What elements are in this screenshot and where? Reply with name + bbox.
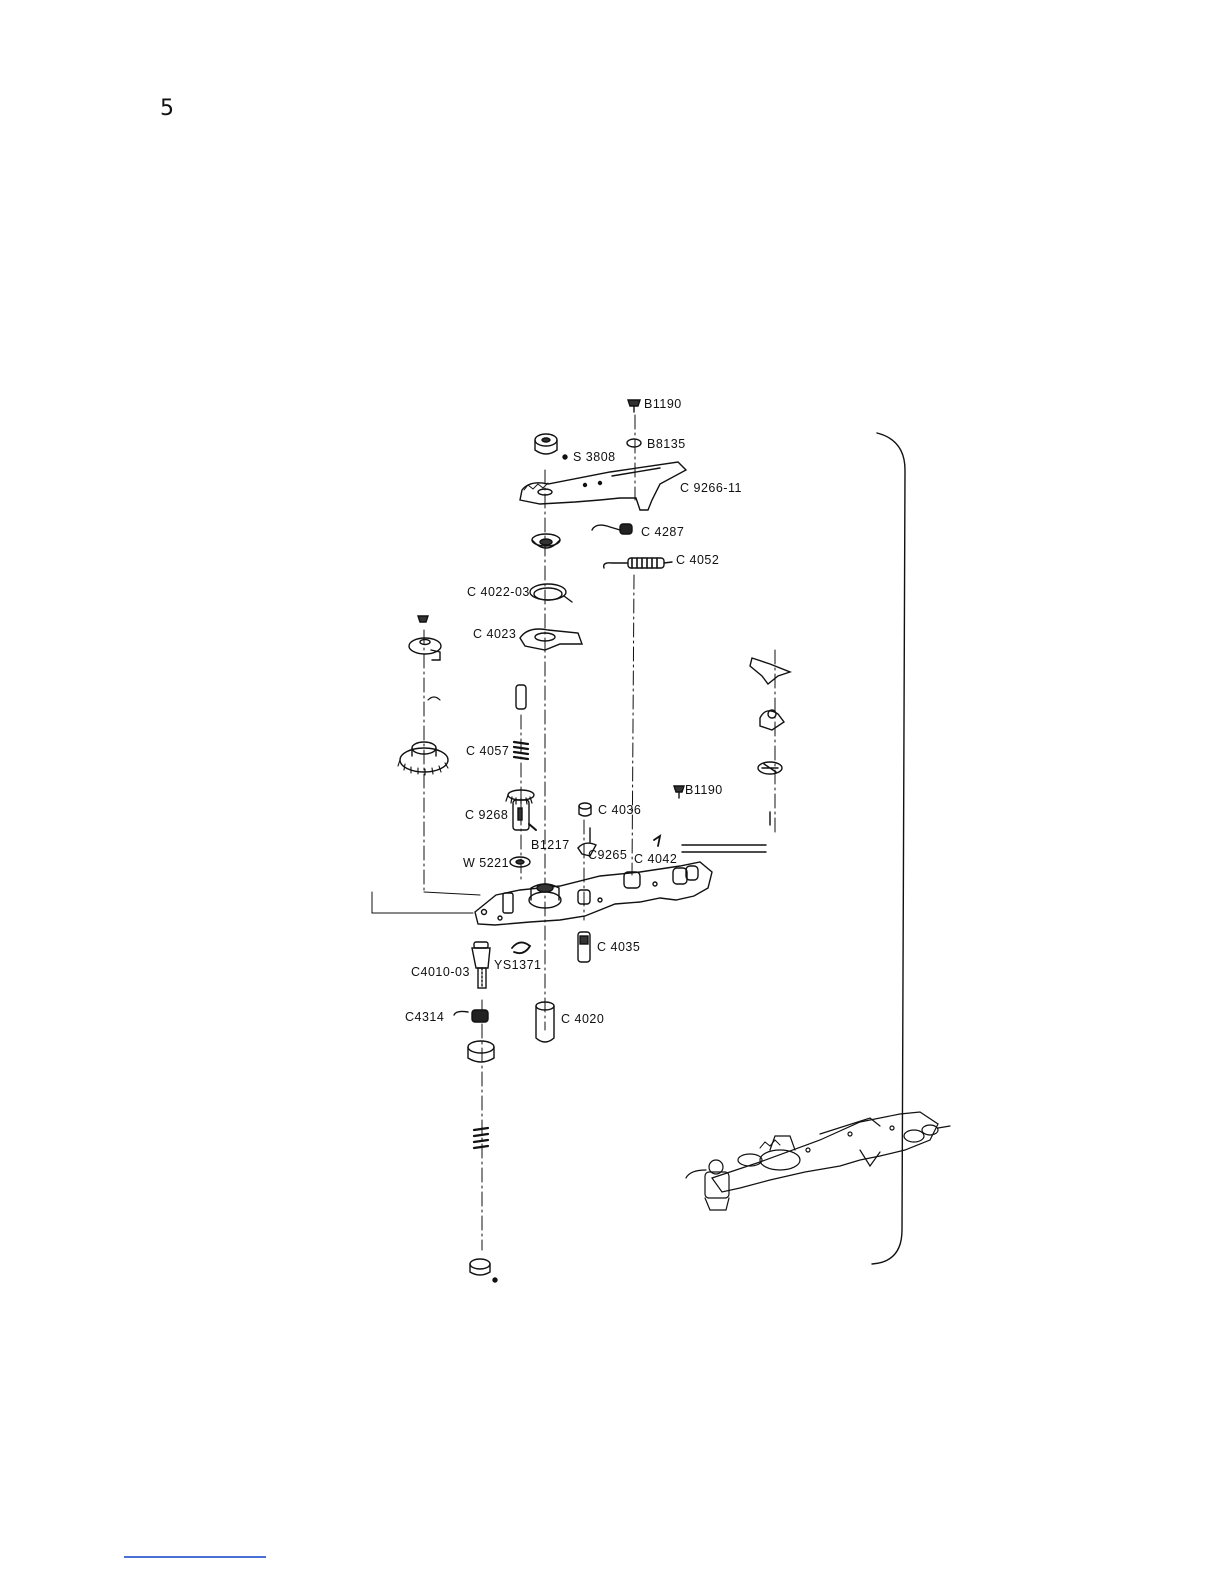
label-c4035: C 4035 [597,940,640,954]
label-c4022-03: C 4022-03 [467,585,530,599]
label-c9268: C 9268 [465,808,508,822]
label-c9265: C9265 [588,848,627,862]
washer-w5221 [510,857,530,867]
e-ring-ys1371 [512,942,530,953]
label-c4042: C 4042 [634,852,677,866]
shaft-c4010-03 [472,942,490,988]
label-c4287: C 4287 [641,525,684,539]
label-c4057: C 4057 [466,744,509,758]
label-c4314: C4314 [405,1010,444,1024]
collar-s3808 [535,434,567,459]
clip-left [428,697,440,700]
label-b1217: B1217 [531,838,570,852]
assembled-mechanism-view [686,1112,950,1210]
label-s3808: S 3808 [573,450,616,464]
spring-c4287 [592,524,632,534]
large-gear-left [398,742,448,775]
lever-c4023 [520,629,582,650]
lever-right-top [750,658,790,684]
cylinder-lower [468,1041,494,1062]
label-c4010-03: C4010-03 [411,965,470,979]
label-c4036: C 4036 [598,803,641,817]
small-gear-left [409,616,441,660]
label-w5221: W 5221 [463,856,509,870]
label-b1190-mid: B1190 [685,783,723,797]
washer-b8135 [627,439,641,447]
label-ys1371: YS1371 [494,958,541,972]
screw-b1190-mid [674,786,684,798]
bushing-upper [532,534,560,548]
cap-c4036 [579,803,591,816]
spring-c4052 [604,558,672,568]
spring-right [758,762,782,774]
label-c4052: C 4052 [676,553,719,567]
label-c4023: C 4023 [473,627,516,641]
label-b8135: B8135 [647,437,686,451]
base-leader-line [372,892,473,913]
spring-c4314 [454,1010,488,1022]
assembly-axis-lines [424,415,775,1250]
shaft-c4035 [578,932,590,962]
pin-c4057 [516,685,526,709]
label-c9266-11: C 9266-11 [680,481,742,495]
pin-b1217 [529,824,536,830]
base-plate [475,862,712,925]
label-c4020: C 4020 [561,1012,604,1026]
footer-rule [124,1556,266,1558]
base-leader-line-2 [424,892,480,895]
label-b1190-top: B1190 [644,397,682,411]
cam-right [760,710,784,730]
collar-bottom [470,1259,497,1282]
screw-b1190-top [628,400,640,412]
ring-spring-c4022-03 [530,584,572,602]
spring-lower [474,1128,488,1148]
clip-c4042 [654,836,660,846]
assembly-bracket [872,433,905,1264]
